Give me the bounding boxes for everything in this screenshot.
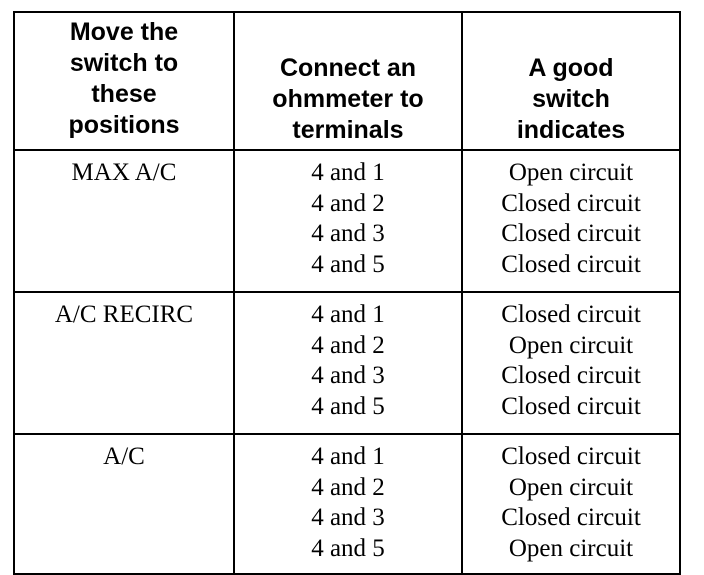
header-switch-position: Move the switch to these positions xyxy=(13,11,235,151)
header-ohmmeter-terminals: Connect an ohmmeter to terminals xyxy=(233,11,463,151)
switch-test-table: Move the switch to these positions Conne… xyxy=(13,11,681,575)
table-row: A/C RECIRC 4 and 1 4 and 2 4 and 3 4 and… xyxy=(13,291,681,435)
terminal-pair: 4 and 1 xyxy=(311,301,385,328)
circuit-indication: Closed circuit xyxy=(501,250,641,278)
circuit-indication: Closed circuit xyxy=(501,220,641,247)
circuit-indication: Open circuit xyxy=(508,534,634,562)
circuit-indication: Open circuit xyxy=(508,159,634,186)
header-line: terminals xyxy=(292,116,404,144)
table-row: MAX A/C 4 and 1 4 and 2 4 and 3 4 and 5 … xyxy=(13,149,681,293)
circuit-indication: Closed circuit xyxy=(501,443,641,470)
header-line: Move the xyxy=(69,18,179,46)
terminal-pair: 4 and 2 xyxy=(311,473,385,501)
circuit-indication: Closed circuit xyxy=(501,301,641,328)
circuit-indication: Open circuit xyxy=(508,331,634,359)
terminal-pair: 4 and 5 xyxy=(311,392,385,420)
table-row: A/C 4 and 1 4 and 2 4 and 3 4 and 5 Clos… xyxy=(13,433,681,575)
header-line: switch to xyxy=(69,49,179,77)
terminals-cell: 4 and 1 4 and 2 4 and 3 4 and 5 xyxy=(233,291,463,435)
header-line: A good xyxy=(528,54,614,82)
indication-cell: Open circuit Closed circuit Closed circu… xyxy=(461,149,681,293)
header-line: Connect an xyxy=(279,54,417,82)
switch-position-cell: MAX A/C xyxy=(13,149,235,293)
switch-position-cell: A/C RECIRC xyxy=(13,291,235,435)
header-line: switch xyxy=(532,85,610,113)
terminal-pair: 4 and 2 xyxy=(311,189,385,217)
header-line: ohmmeter to xyxy=(272,85,424,113)
indication-cell: Closed circuit Open circuit Closed circu… xyxy=(461,433,681,575)
header-line: indicates xyxy=(516,116,626,144)
circuit-indication: Closed circuit xyxy=(501,189,641,217)
switch-position-cell: A/C xyxy=(13,433,235,575)
header-good-switch-indication: A good switch indicates xyxy=(461,11,681,151)
switch-position: A/C RECIRC xyxy=(54,301,194,328)
switch-position: A/C xyxy=(103,443,145,470)
header-line: these xyxy=(91,80,157,108)
terminal-pair: 4 and 5 xyxy=(311,534,385,562)
indication-cell: Closed circuit Open circuit Closed circu… xyxy=(461,291,681,435)
terminals-cell: 4 and 1 4 and 2 4 and 3 4 and 5 xyxy=(233,149,463,293)
terminal-pair: 4 and 3 xyxy=(311,504,385,531)
terminals-cell: 4 and 1 4 and 2 4 and 3 4 and 5 xyxy=(233,433,463,575)
circuit-indication: Closed circuit xyxy=(501,392,641,420)
terminal-pair: 4 and 1 xyxy=(311,443,385,470)
terminal-pair: 4 and 1 xyxy=(311,159,385,186)
header-row: Move the switch to these positions Conne… xyxy=(13,11,681,151)
header-line: positions xyxy=(68,111,180,139)
terminal-pair: 4 and 5 xyxy=(311,250,385,278)
circuit-indication: Closed circuit xyxy=(501,504,641,531)
terminal-pair: 4 and 3 xyxy=(311,220,385,247)
circuit-indication: Open circuit xyxy=(508,473,634,501)
switch-position: MAX A/C xyxy=(71,159,177,186)
terminal-pair: 4 and 2 xyxy=(311,331,385,359)
terminal-pair: 4 and 3 xyxy=(311,362,385,389)
circuit-indication: Closed circuit xyxy=(501,362,641,389)
